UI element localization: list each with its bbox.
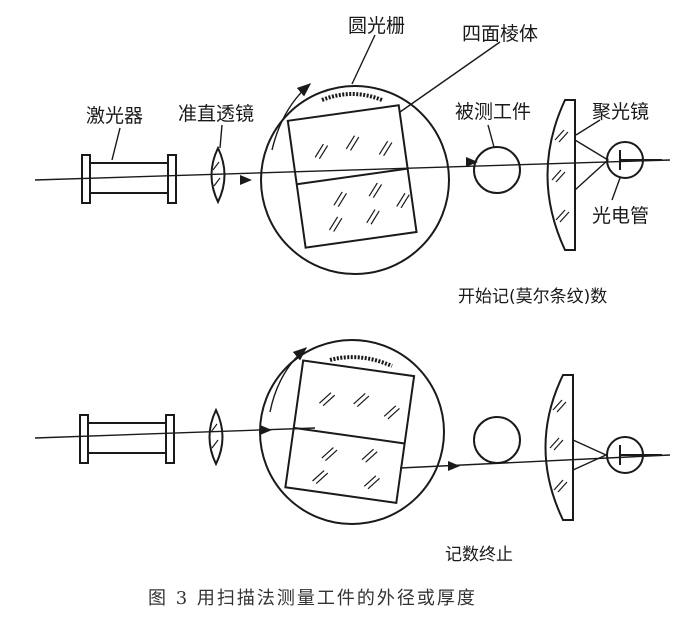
top-beam-arrow bbox=[240, 175, 252, 185]
top-workpiece bbox=[473, 146, 521, 194]
bottom-beam-out bbox=[399, 454, 671, 469]
top-beam-arrow-2 bbox=[466, 157, 478, 167]
label-circular-grating: 圆光栅 bbox=[348, 15, 405, 37]
label-laser: 激光器 bbox=[86, 105, 143, 127]
label-collimator: 准直透镜 bbox=[178, 103, 254, 125]
bottom-workpiece bbox=[473, 416, 521, 464]
bottom-diagram bbox=[34, 339, 671, 525]
top-phototube-leader bbox=[611, 177, 621, 201]
top-phototube bbox=[606, 141, 662, 179]
bottom-condenser-lens bbox=[544, 374, 574, 521]
label-condenser: 聚光镜 bbox=[592, 101, 649, 123]
top-prism-leader bbox=[399, 41, 501, 113]
top-diagram bbox=[34, 34, 671, 275]
top-grating-circle bbox=[260, 85, 450, 275]
label-workpiece: 被测工件 bbox=[455, 101, 531, 123]
top-collimator-lens bbox=[210, 145, 226, 205]
label-prism: 四面棱体 bbox=[462, 23, 538, 45]
bottom-collimator-lens bbox=[208, 407, 224, 467]
bottom-beam-arrow bbox=[260, 425, 272, 435]
label-start-count: 开始记(莫尔条纹)数 bbox=[458, 287, 607, 307]
bottom-grating-arc bbox=[329, 355, 393, 368]
top-laser-leader bbox=[111, 127, 121, 161]
top-laser bbox=[81, 154, 177, 204]
label-stop-count: 记数终止 bbox=[445, 545, 513, 565]
top-condenser-leader bbox=[575, 119, 601, 136]
bottom-focus-line bbox=[572, 439, 608, 471]
bottom-phototube bbox=[606, 436, 662, 474]
bottom-beam-arrow-2 bbox=[448, 461, 460, 471]
bottom-prism bbox=[284, 359, 416, 505]
top-grating-arc bbox=[321, 92, 383, 102]
top-collimator-leader bbox=[219, 124, 223, 149]
top-grating-leader bbox=[351, 34, 376, 85]
top-focus-line bbox=[574, 139, 610, 191]
bottom-rotation-arrow bbox=[269, 347, 308, 413]
figure-caption: 图 3 用扫描法测量工件的外径或厚度 bbox=[148, 588, 477, 609]
top-rotation-arrow bbox=[271, 83, 312, 151]
bottom-grating-circle bbox=[259, 339, 445, 525]
top-workpiece-leader bbox=[487, 124, 495, 148]
label-phototube: 光电管 bbox=[592, 205, 649, 227]
top-condenser-lens bbox=[546, 99, 576, 251]
bottom-laser bbox=[79, 414, 175, 464]
top-prism bbox=[286, 104, 418, 249]
top-beam-line bbox=[34, 159, 671, 181]
